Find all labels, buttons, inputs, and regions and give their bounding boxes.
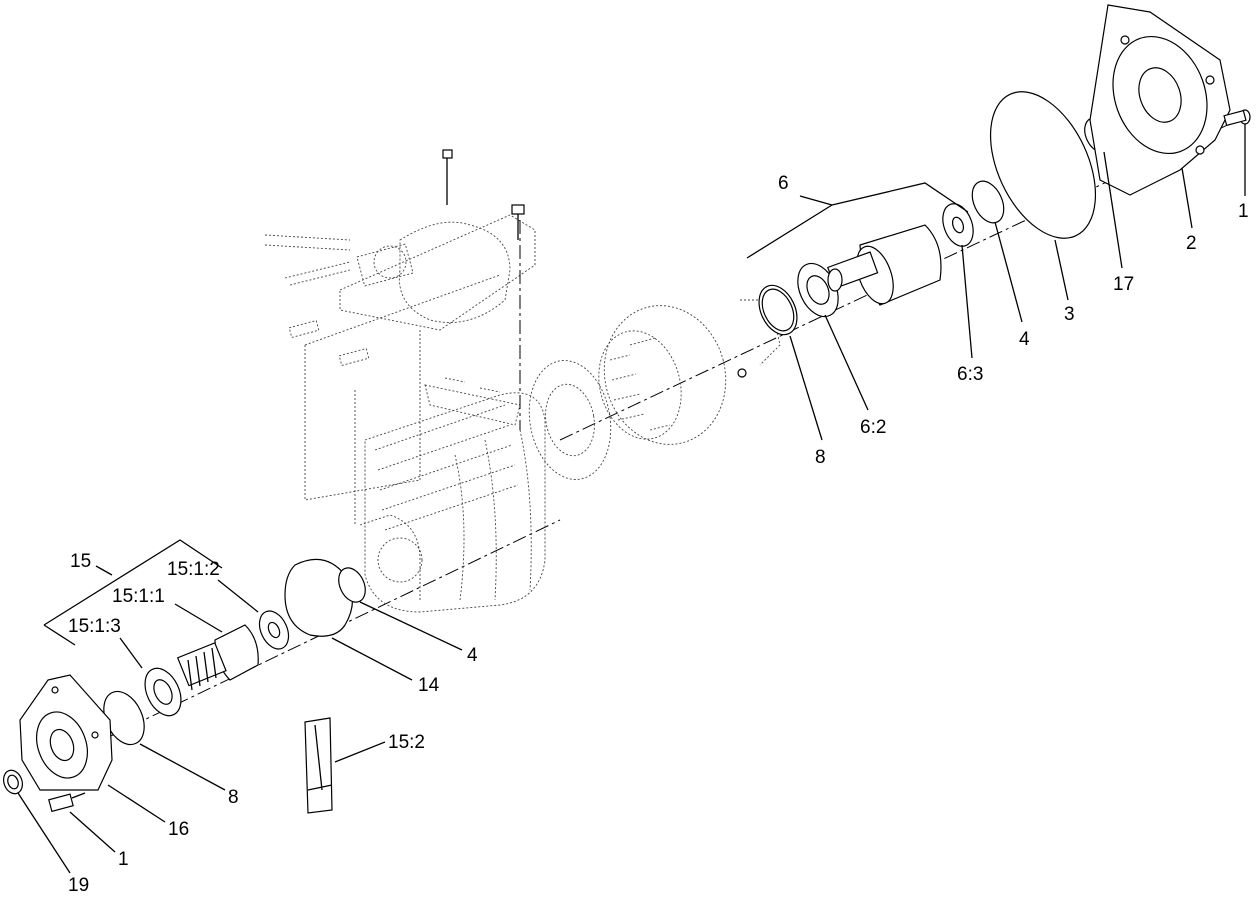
label-4-top: 4: [1019, 329, 1030, 350]
label-8-top: 8: [815, 447, 826, 468]
label-15-1-1: 15:1:1: [112, 586, 165, 607]
oring-4-top: [971, 180, 1005, 224]
shaft-assembly-6: [827, 224, 942, 306]
rotor-set-ghost: [598, 305, 727, 445]
solenoid-ghost: [264, 214, 536, 525]
bolt-1-right: [1223, 109, 1251, 127]
label-15-2: 15:2: [388, 732, 425, 753]
key-15-2: [304, 717, 333, 814]
label-1-right: 1: [1238, 201, 1249, 222]
label-15-1-2: 15:1:2: [167, 559, 220, 580]
label-4-bottom: 4: [467, 645, 478, 666]
pump-housing-ghost: [359, 377, 546, 613]
label-15-1-3: 15:1:3: [68, 616, 121, 637]
screw-parts: [442, 149, 525, 240]
center-axis: [39, 119, 1239, 771]
label-19: 19: [68, 875, 89, 896]
leader-lines: [17, 124, 1246, 874]
label-3: 3: [1064, 304, 1075, 325]
oring-3: [989, 91, 1097, 239]
label-17: 17: [1113, 274, 1134, 295]
oring-8-top: [758, 284, 798, 336]
end-cover-2: [1089, 4, 1231, 196]
shaft-15-1-1: [176, 624, 259, 691]
washer-15-1-2: [258, 610, 290, 650]
seal-19: [2, 769, 24, 795]
group-bracket-15: [43, 539, 223, 646]
label-2: 2: [1186, 233, 1197, 254]
gasket-plate-ghost: [528, 360, 612, 480]
label-16: 16: [168, 819, 189, 840]
bearing-15-1-3: [144, 667, 182, 717]
label-6-3: 6:3: [957, 364, 983, 385]
oring-4-bottom: [338, 567, 366, 603]
label-6-2: 6:2: [860, 417, 886, 438]
label-1-bottom: 1: [118, 849, 129, 870]
washer-6-3: [942, 203, 974, 247]
label-14: 14: [418, 675, 440, 696]
label-6: 6: [778, 173, 789, 194]
end-cap-16: [19, 674, 113, 791]
part-labels: 1 2 17 3 4 6:3 6 6:2 8 15 15:1:2 15:1:1 …: [68, 173, 1249, 896]
bolt-1-bottom: [48, 792, 86, 813]
group-bracket-6: [746, 182, 969, 259]
label-8-bottom: 8: [228, 787, 239, 808]
label-15: 15: [70, 551, 91, 572]
